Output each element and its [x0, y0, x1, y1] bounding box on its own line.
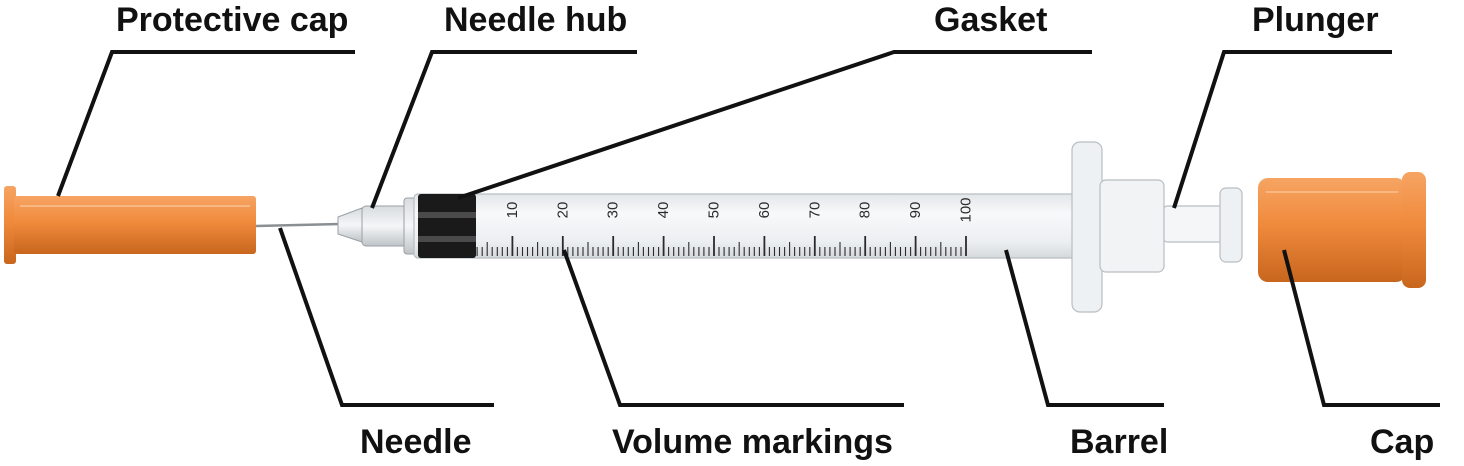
label-barrel: Barrel — [1070, 423, 1169, 461]
volume-scale-number: 50 — [706, 202, 723, 219]
leader-protective-cap — [56, 50, 355, 197]
label-plunger: Plunger — [1252, 1, 1379, 39]
plunger — [1163, 187, 1243, 263]
volume-scale-number: 10 — [504, 202, 521, 219]
volume-scale-number: 70 — [806, 202, 823, 219]
volume-scale-numbers: 10 20 30 40 50 60 70 80 90 100 — [504, 197, 975, 222]
leader-volume-markings — [562, 249, 904, 407]
needle — [255, 222, 341, 228]
finger-flange — [1071, 141, 1165, 313]
label-protective-cap: Protective cap — [116, 1, 349, 39]
needle-hub — [337, 197, 419, 255]
volume-scale-number: 20 — [554, 202, 571, 219]
label-gasket: Gasket — [934, 1, 1048, 39]
volume-scale-number: 30 — [605, 202, 622, 219]
volume-scale-number: 90 — [907, 202, 924, 219]
label-needle: Needle — [360, 423, 472, 461]
volume-scale-number: 60 — [756, 202, 773, 219]
label-needle-hub: Needle hub — [444, 1, 628, 39]
leader-plunger — [1172, 50, 1392, 209]
leader-needle — [278, 227, 494, 407]
leader-cap — [1282, 249, 1440, 407]
volume-scale-number: 40 — [655, 202, 672, 219]
leader-gasket — [457, 50, 1092, 200]
volume-scale-number: 80 — [857, 202, 874, 219]
gasket — [418, 194, 476, 258]
leader-needle-hub — [370, 50, 637, 209]
label-cap: Cap — [1370, 423, 1435, 461]
barrel: 10 20 30 40 50 60 70 80 90 100 — [413, 193, 1079, 259]
volume-scale-number: 100 — [958, 197, 975, 222]
leader-barrel — [1004, 249, 1164, 407]
label-volume-markings: Volume markings — [612, 423, 893, 461]
cap — [1258, 172, 1426, 288]
protective-cap — [4, 186, 256, 264]
